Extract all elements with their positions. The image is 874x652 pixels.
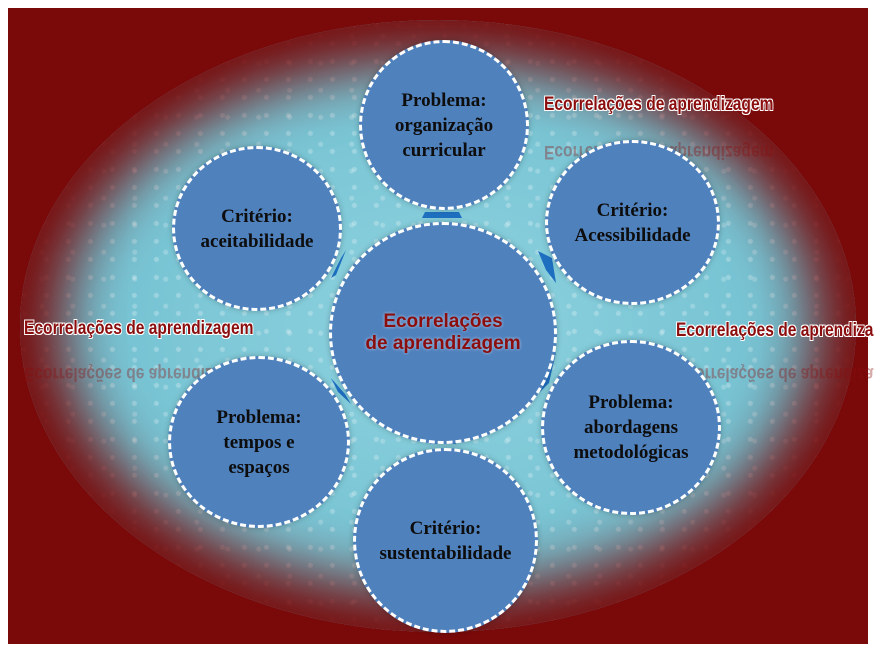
node-label-line: sustentabilidade xyxy=(379,542,512,564)
ribbon-mid-right: Ecorrelações de aprendizagem xyxy=(676,320,874,341)
node-label-line: metodológicas xyxy=(573,442,689,463)
ribbon-mid-left: Ecorrelações de aprendizagem xyxy=(24,318,254,339)
node-label-line: organização xyxy=(394,114,494,136)
node-label-line: Critério: xyxy=(409,517,482,539)
ribbon-upper-right: Ecorrelações de aprendizagem xyxy=(544,94,774,115)
node-label-line: aceitabilidade xyxy=(200,230,314,252)
center-title-line: Ecorrelações xyxy=(383,311,503,332)
arrow-top xyxy=(422,212,462,218)
node-label-line: espaços xyxy=(228,456,290,478)
center-node: Ecorrelações de aprendizagem xyxy=(329,222,557,444)
node-label-line: abordagens xyxy=(584,417,678,438)
node-label-line: Acessibilidade xyxy=(574,224,691,246)
node-label-line: Problema: xyxy=(216,406,302,428)
node-label-line: Problema: xyxy=(588,392,674,413)
node-tempos-e-espacos: Problema: tempos e espaços xyxy=(168,356,350,528)
node-sustentabilidade: Critério: sustentabilidade xyxy=(353,448,538,633)
node-organizacao-curricular: Problema: organização curricular xyxy=(359,40,529,210)
arrow-bottom-left xyxy=(331,378,351,404)
node-abordagens-metodologicas: Problema: abordagens metodológicas xyxy=(541,340,721,515)
arrow-left xyxy=(331,250,346,278)
center-title-line: de aprendizagem xyxy=(365,333,521,354)
node-aceitabilidade: Critério: aceitabilidade xyxy=(172,146,342,311)
node-label-line: Critério: xyxy=(221,205,293,227)
node-label-line: Problema: xyxy=(401,89,487,111)
node-label-line: Critério: xyxy=(596,199,669,221)
node-label-line: curricular xyxy=(402,139,486,161)
node-label-line: tempos e xyxy=(223,431,295,453)
arrow-top-right xyxy=(538,251,556,283)
node-acessibilidade: Critério: Acessibilidade xyxy=(545,140,720,305)
